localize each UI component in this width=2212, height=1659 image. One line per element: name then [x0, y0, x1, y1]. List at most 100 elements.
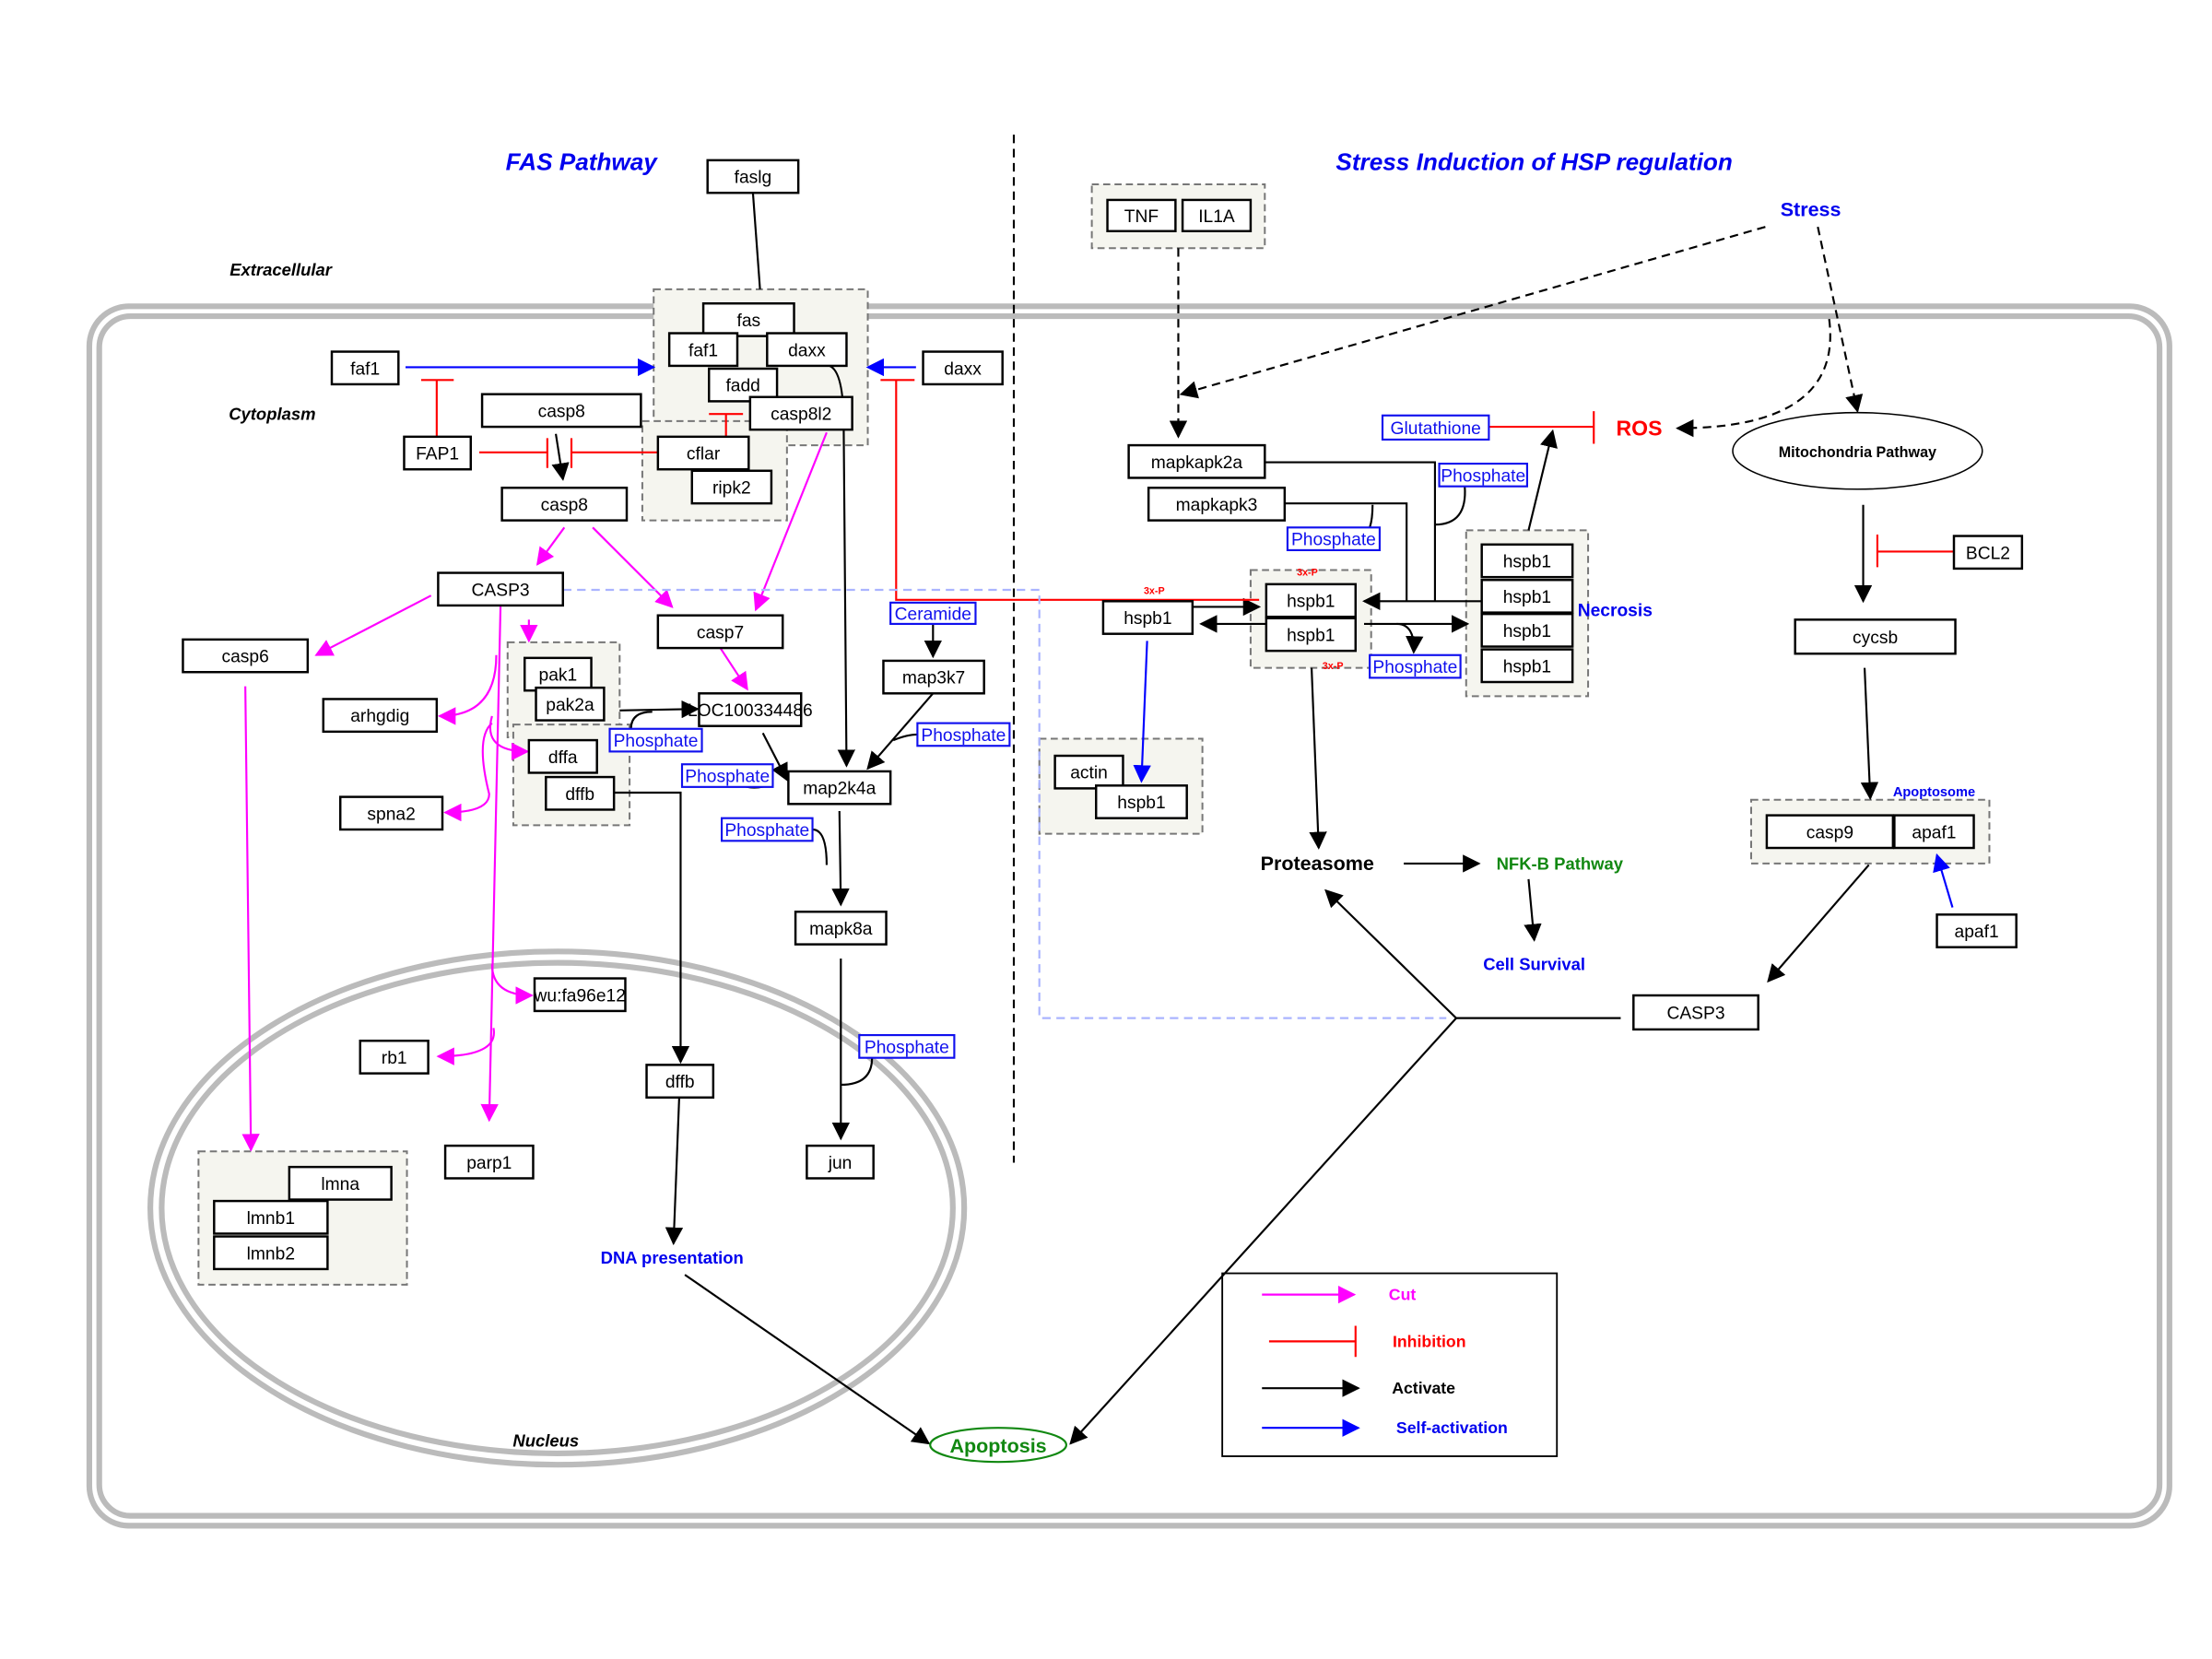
gene-box [1147, 487, 1287, 522]
gene-box [1765, 814, 1895, 850]
gene-box [806, 1144, 875, 1180]
gene-node-apaf1-c[interactable]: apaf1 [1893, 814, 1975, 850]
gene-node-casp8-b[interactable]: casp8 [500, 487, 629, 522]
molecule-phos3[interactable]: Phosphate [721, 817, 814, 842]
gene-box [1936, 913, 2018, 948]
gene-node-map2k4a[interactable]: map2k4a [787, 770, 892, 806]
molecule-glutathione[interactable]: Glutathione [1381, 414, 1490, 441]
gene-node-rb1[interactable]: rb1 [359, 1040, 429, 1075]
interaction-edge [1309, 667, 1327, 850]
legend-inhibition-line [1268, 1325, 1357, 1358]
interaction-edge [841, 1057, 874, 1086]
gene-node-cflar[interactable]: cflar [656, 435, 750, 471]
gene-node-dffb-n[interactable]: dffb [645, 1064, 715, 1099]
gene-box [645, 1064, 715, 1099]
gene-node-arhgdig[interactable]: arhgdig [322, 698, 439, 734]
gene-node-actin[interactable]: actin [1053, 754, 1124, 790]
gene-label: dffb [665, 1073, 695, 1092]
gene-label: hspb1 [1503, 588, 1551, 607]
interaction-edge [753, 431, 828, 612]
gene-node-dffb[interactable]: dffb [545, 775, 616, 811]
gene-node-bcl2[interactable]: BCL2 [1952, 535, 2024, 571]
molecule-ceramide[interactable]: Ceramide [889, 601, 977, 626]
gene-node-parp1[interactable]: parp1 [443, 1144, 535, 1180]
gene-node-pak1[interactable]: pak1 [524, 656, 593, 692]
ros-label: ROS [1616, 417, 1662, 441]
gene-node-cycsb[interactable]: cycsb [1794, 618, 1957, 655]
molecule-phos4[interactable]: Phosphate [916, 722, 1011, 747]
gene-node-hspb1-l[interactable]: hspb1 [1101, 600, 1194, 635]
gene-node-casp3-r[interactable]: CASP3 [1632, 994, 1759, 1031]
gene-node-faf1-c[interactable]: faf1 [667, 332, 739, 368]
gene-label: hspb1 [1124, 609, 1171, 629]
gene-node-lmnb1[interactable]: lmnb1 [213, 1199, 329, 1235]
mitochondria-node[interactable] [1732, 411, 1983, 490]
molecule-box [680, 763, 774, 788]
gene-label: fas [736, 312, 760, 331]
apoptosis-node[interactable] [929, 1427, 1067, 1464]
gene-node-hspb1-s4[interactable]: hspb1 [1480, 648, 1574, 684]
mitochondria-label: Mitochondria Pathway [1779, 444, 1936, 461]
molecule-phos1[interactable]: Phosphate [608, 727, 703, 753]
fas-pathway-title: FAS Pathway [506, 147, 659, 175]
gene-node-lmnb2[interactable]: lmnb2 [213, 1235, 329, 1271]
gene-node-lmna[interactable]: lmna [288, 1165, 393, 1201]
gene-node-wu[interactable]: wu:fa96e12 [534, 977, 627, 1013]
gene-node-hspb1-s3[interactable]: hspb1 [1480, 612, 1574, 648]
gene-node-spna2[interactable]: spna2 [339, 795, 444, 831]
gene-node-casp7[interactable]: casp7 [656, 614, 784, 650]
molecule-label: Ceramide [895, 605, 971, 624]
molecule-phos5[interactable]: Phosphate [858, 1034, 956, 1059]
gene-node-casp9[interactable]: casp9 [1765, 814, 1895, 850]
gene-node-il1a[interactable]: IL1A [1181, 198, 1253, 233]
interaction-edge [443, 722, 493, 822]
gene-node-casp3[interactable]: CASP3 [437, 571, 564, 607]
gene-node-daxx[interactable]: daxx [922, 350, 1004, 386]
molecule-phos6[interactable]: Phosphate [1438, 463, 1528, 488]
interaction-edge [709, 413, 744, 437]
gene-node-loc[interactable]: LOC100334486 [688, 692, 813, 727]
gene-node-mapkapk3[interactable]: mapkapk3 [1147, 487, 1287, 522]
gene-node-fadd[interactable]: fadd [708, 367, 779, 403]
gene-node-mapkapk2a[interactable]: mapkapk2a [1127, 443, 1266, 479]
molecule-phos7[interactable]: Phosphate [1286, 526, 1381, 551]
molecule-box [721, 817, 814, 842]
gene-box [667, 332, 739, 368]
gene-box [787, 770, 892, 806]
gene-node-hspb1-s1[interactable]: hspb1 [1480, 543, 1574, 579]
interaction-edge [479, 438, 658, 468]
interaction-edge [1069, 1017, 1457, 1445]
gene-node-casp6[interactable]: casp6 [182, 638, 310, 674]
legend-activate-label: Activate [1392, 1379, 1455, 1397]
gene-node-fap1[interactable]: FAP1 [403, 435, 472, 471]
gene-node-fas[interactable]: fas [701, 302, 795, 337]
gene-node-hspb1-a[interactable]: hspb1 [1095, 784, 1188, 819]
gene-node-ripk2[interactable]: ripk2 [690, 469, 773, 505]
gene-node-casp8l2[interactable]: casp8l2 [748, 395, 853, 431]
cell-survival-label: Cell Survival [1483, 955, 1585, 974]
gene-node-dffa[interactable]: dffa [527, 738, 598, 774]
gene-box [698, 692, 803, 727]
gene-node-mapk8a[interactable]: mapk8a [794, 911, 888, 946]
gene-node-tnf[interactable]: TNF [1106, 198, 1177, 233]
gene-box [1053, 754, 1124, 790]
gene-node-daxx-c[interactable]: daxx [766, 332, 848, 368]
molecule-box [916, 722, 1011, 747]
gene-node-map3k7[interactable]: map3k7 [882, 659, 985, 695]
gene-node-hspb1-c1[interactable]: hspb1 [1265, 582, 1357, 618]
molecule-phos2[interactable]: Phosphate [680, 763, 774, 788]
gene-node-faslg[interactable]: faslg [706, 159, 800, 194]
gene-box [1952, 535, 2024, 571]
gene-node-apaf1[interactable]: apaf1 [1936, 913, 2018, 948]
gene-node-casp8-a[interactable]: casp8 [480, 393, 642, 429]
gene-node-jun[interactable]: jun [806, 1144, 875, 1180]
gene-node-hspb1-c2[interactable]: hspb1 [1265, 617, 1357, 653]
gene-node-pak2a[interactable]: pak2a [535, 686, 606, 722]
gene-label: cycsb [1853, 629, 1898, 648]
gene-node-hspb1-s2[interactable]: hspb1 [1480, 579, 1574, 614]
molecule-phos8[interactable]: Phosphate [1369, 653, 1462, 679]
gene-label: casp6 [222, 648, 269, 667]
interaction-edge [592, 526, 674, 608]
gene-node-faf1[interactable]: faf1 [330, 350, 400, 386]
